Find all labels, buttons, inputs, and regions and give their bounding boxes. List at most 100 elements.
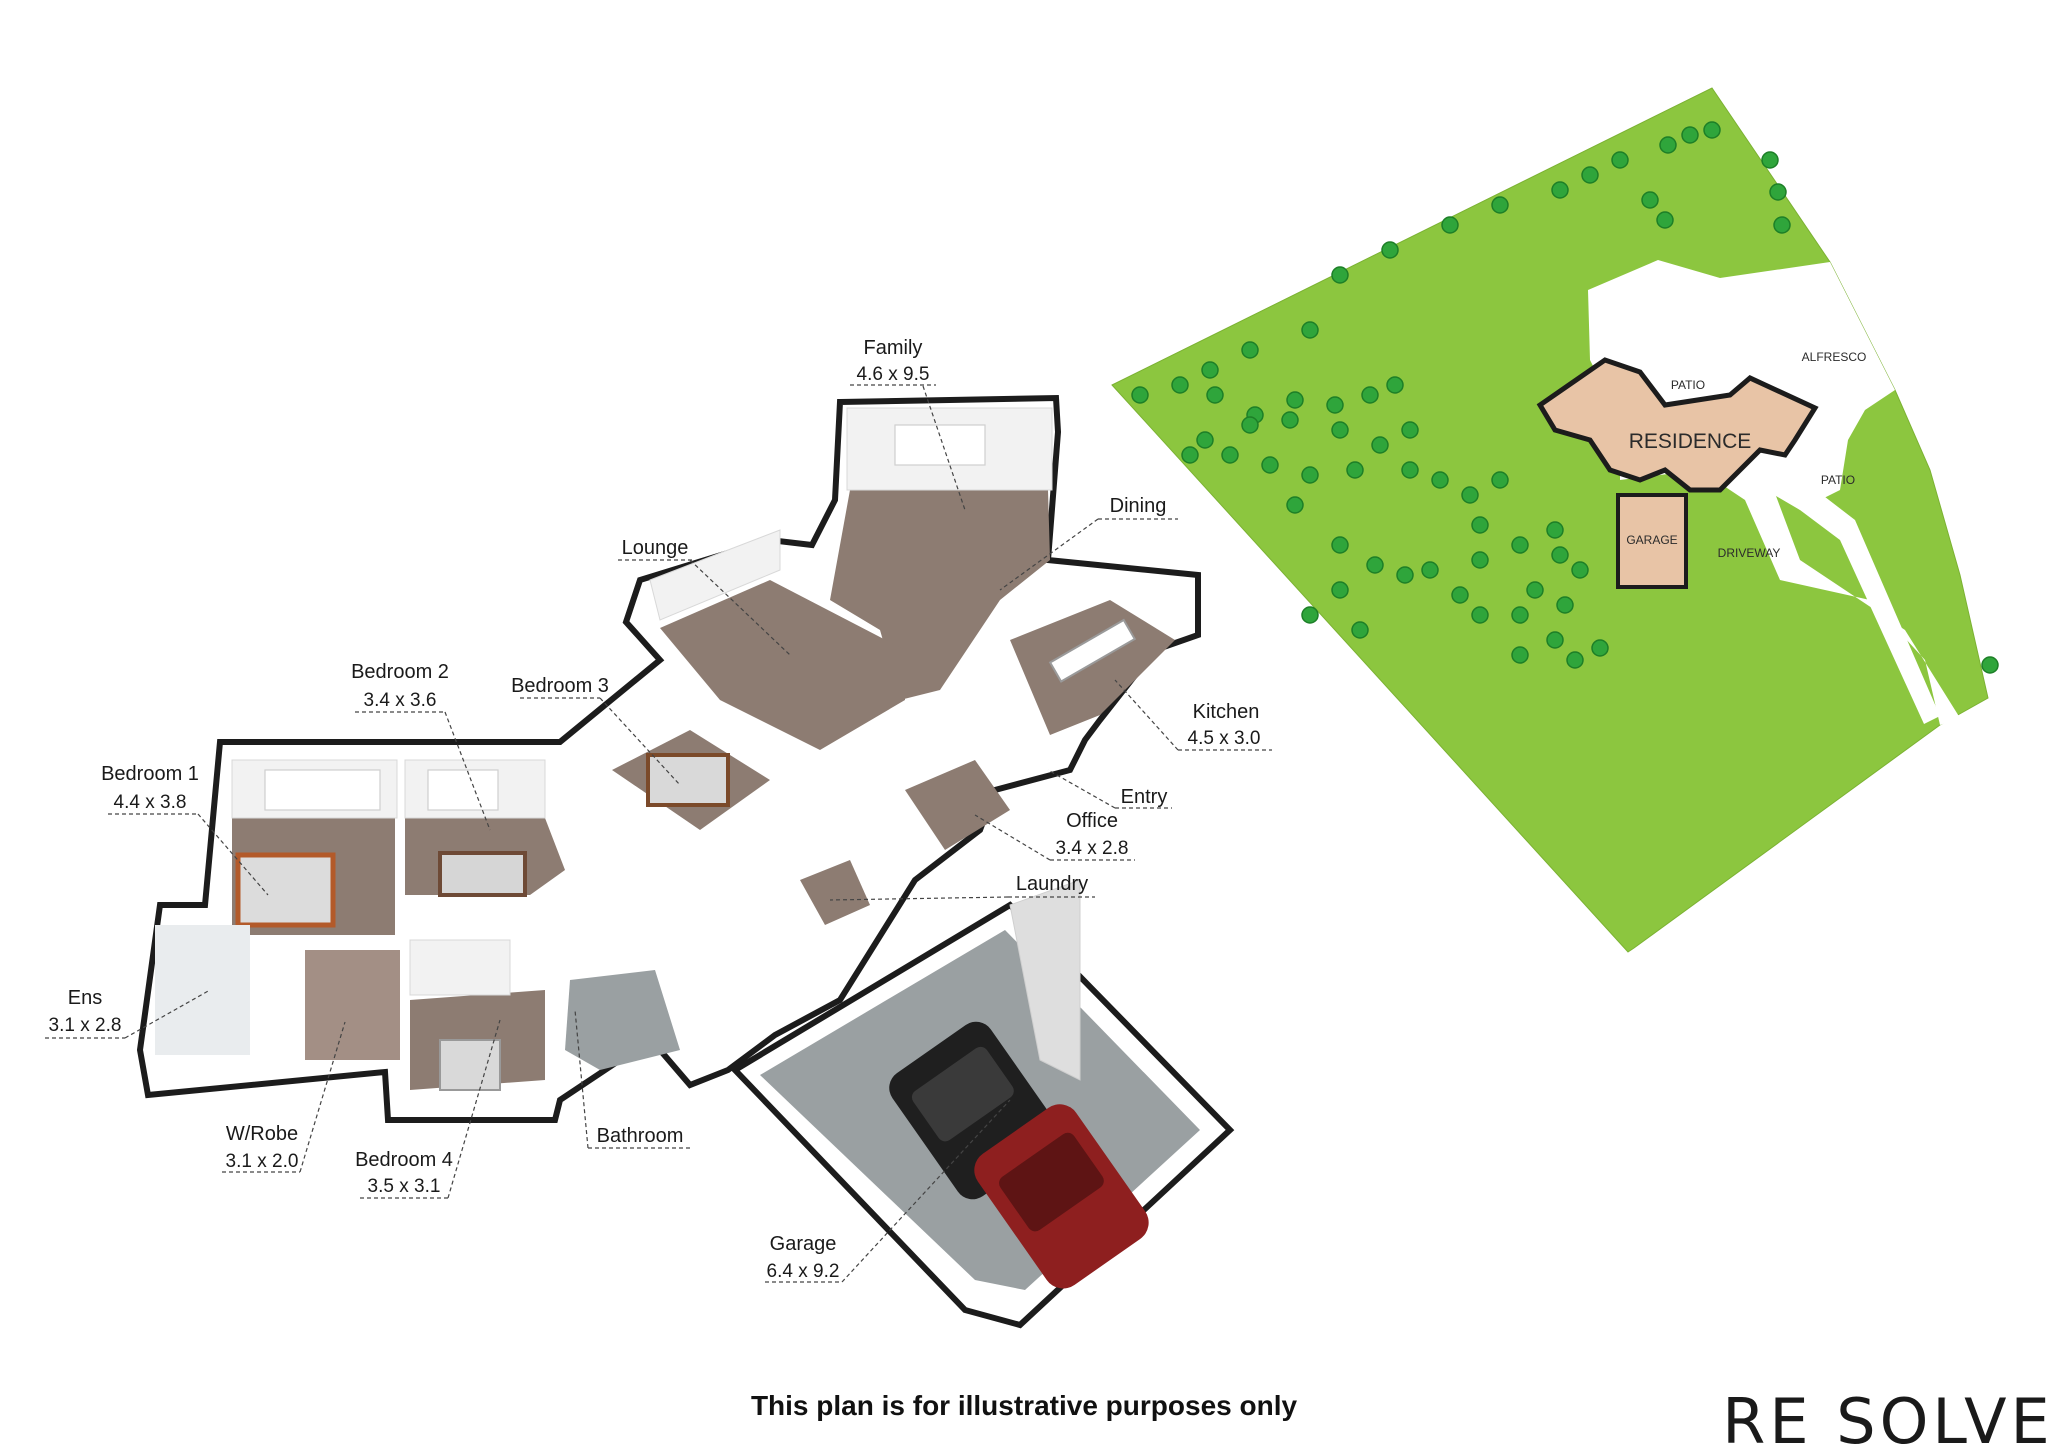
tree-icon xyxy=(1181,446,1199,464)
tree-icon xyxy=(1546,521,1564,539)
bedroom-4-leader xyxy=(447,1019,501,1199)
dim-family: 4.6 x 9.5 xyxy=(857,364,930,385)
bedroom-2-window xyxy=(427,769,499,811)
tree-icon xyxy=(1471,551,1489,569)
tree-icon xyxy=(1241,416,1259,434)
tree-icon xyxy=(1371,436,1389,454)
dim-garage: 6.4 x 9.2 xyxy=(767,1261,840,1282)
tree-icon xyxy=(1461,486,1479,504)
label-lounge: Lounge xyxy=(622,537,689,559)
tree-icon xyxy=(1201,361,1219,379)
tree-icon xyxy=(1206,386,1224,404)
tree-icon xyxy=(1441,216,1459,234)
leader-lines xyxy=(45,384,1272,1283)
floor-plan-3d xyxy=(136,394,1235,1329)
tree-icon xyxy=(1396,566,1414,584)
dim-ens: 3.1 x 2.8 xyxy=(49,1015,122,1036)
tree-icon xyxy=(1581,166,1599,184)
kitchen-leader xyxy=(1114,679,1179,751)
dim-office: 3.4 x 2.8 xyxy=(1056,838,1129,859)
tree-icon xyxy=(1511,646,1529,664)
tree-icon xyxy=(1366,556,1384,574)
residence-label: RESIDENCE xyxy=(1629,430,1752,453)
tree-icon xyxy=(1361,386,1379,404)
label-entry: Entry xyxy=(1121,786,1168,808)
tree-icon xyxy=(1171,376,1189,394)
label-bedroom-1: Bedroom 1 xyxy=(101,763,199,785)
tree-icon xyxy=(1381,241,1399,259)
dining-leader xyxy=(999,518,1099,591)
dim-bedroom-2: 3.4 x 3.6 xyxy=(364,690,437,711)
driveway-strip xyxy=(1780,470,1940,724)
tree-icon xyxy=(1401,461,1419,479)
kitchen-island xyxy=(1048,618,1137,683)
family-window xyxy=(894,424,986,466)
site-garage-label: GARAGE xyxy=(1626,533,1677,547)
label-wrobe: W/Robe xyxy=(226,1123,298,1145)
family-leader xyxy=(922,385,966,511)
wrobe-floor xyxy=(305,950,400,1060)
dim-bedroom-4: 3.5 x 3.1 xyxy=(368,1176,441,1197)
kitchen-floor xyxy=(1010,600,1175,735)
tree-icon xyxy=(1526,581,1544,599)
tree-icon xyxy=(1351,621,1369,639)
tree-icon xyxy=(1551,181,1569,199)
bedroom-1-window xyxy=(264,769,381,811)
bedroom-1-leader xyxy=(197,813,269,896)
tree-icon xyxy=(1221,446,1239,464)
residence-footprint xyxy=(1536,357,1819,493)
tree-icon xyxy=(1656,211,1674,229)
label-bedroom-4: Bedroom 4 xyxy=(355,1149,453,1171)
dim-wrobe: 3.1 x 2.0 xyxy=(226,1151,299,1172)
label-dining: Dining xyxy=(1110,495,1167,517)
driveway-label: DRIVEWAY xyxy=(1718,546,1781,560)
logo-text: RE SOLVE xyxy=(1722,1385,2048,1451)
tree-icon xyxy=(1511,606,1529,624)
tree-icon xyxy=(1326,396,1344,414)
tree-icon xyxy=(1451,586,1469,604)
tree-icon xyxy=(1611,151,1629,169)
tree-icon xyxy=(1491,471,1509,489)
bedroom-3-bed xyxy=(646,753,730,807)
tree-icon xyxy=(1491,196,1509,214)
tree-icon xyxy=(1761,151,1779,169)
tree-icon xyxy=(1571,561,1589,579)
tree-icon xyxy=(1346,461,1364,479)
label-bathroom: Bathroom xyxy=(597,1125,684,1147)
tree-icon xyxy=(1281,411,1299,429)
bedroom-3-leader xyxy=(599,697,681,786)
garage-leader xyxy=(841,1099,1011,1283)
car-red xyxy=(974,1104,1149,1289)
bedroom-1-bed xyxy=(235,852,336,928)
tree-icon xyxy=(1286,391,1304,409)
tree-icon xyxy=(1301,466,1319,484)
tree-icon xyxy=(1641,191,1659,209)
entry-leader xyxy=(1047,769,1116,809)
dim-bedroom-1: 4.4 x 3.8 xyxy=(114,792,187,813)
office-floor xyxy=(905,760,1010,850)
wrobe-leader xyxy=(299,1021,346,1173)
label-kitchen: Kitchen xyxy=(1193,701,1260,723)
label-family: Family xyxy=(864,337,923,359)
tree-icon xyxy=(1546,631,1564,649)
garage-side-wall xyxy=(1009,879,1081,1081)
alfresco-label: ALFRESCO xyxy=(1802,350,1867,364)
disclaimer: This plan is for illustrative purposes o… xyxy=(750,1390,1298,1421)
label-bedroom-2: Bedroom 2 xyxy=(351,661,449,683)
tree-icon xyxy=(1551,546,1569,564)
resolve-logo: RE SOLVE xyxy=(1722,1385,2048,1451)
tree-icon xyxy=(1981,656,1999,674)
laundry-floor xyxy=(800,860,870,925)
tree-icon xyxy=(1131,386,1149,404)
label-garage: Garage xyxy=(770,1233,837,1255)
label-ens: Ens xyxy=(68,987,102,1009)
room-labels: Family 4.6 x 9.5 Dining Lounge Kitchen 4… xyxy=(49,337,1261,1282)
bathroom-floor xyxy=(565,970,680,1070)
laundry-leader xyxy=(829,896,1009,901)
site-garage xyxy=(1616,493,1688,589)
office-leader xyxy=(974,814,1051,861)
tree-icon xyxy=(1769,183,1787,201)
tree-icon xyxy=(1773,216,1791,234)
tree-icon xyxy=(1331,581,1349,599)
tree-icon xyxy=(1401,421,1419,439)
